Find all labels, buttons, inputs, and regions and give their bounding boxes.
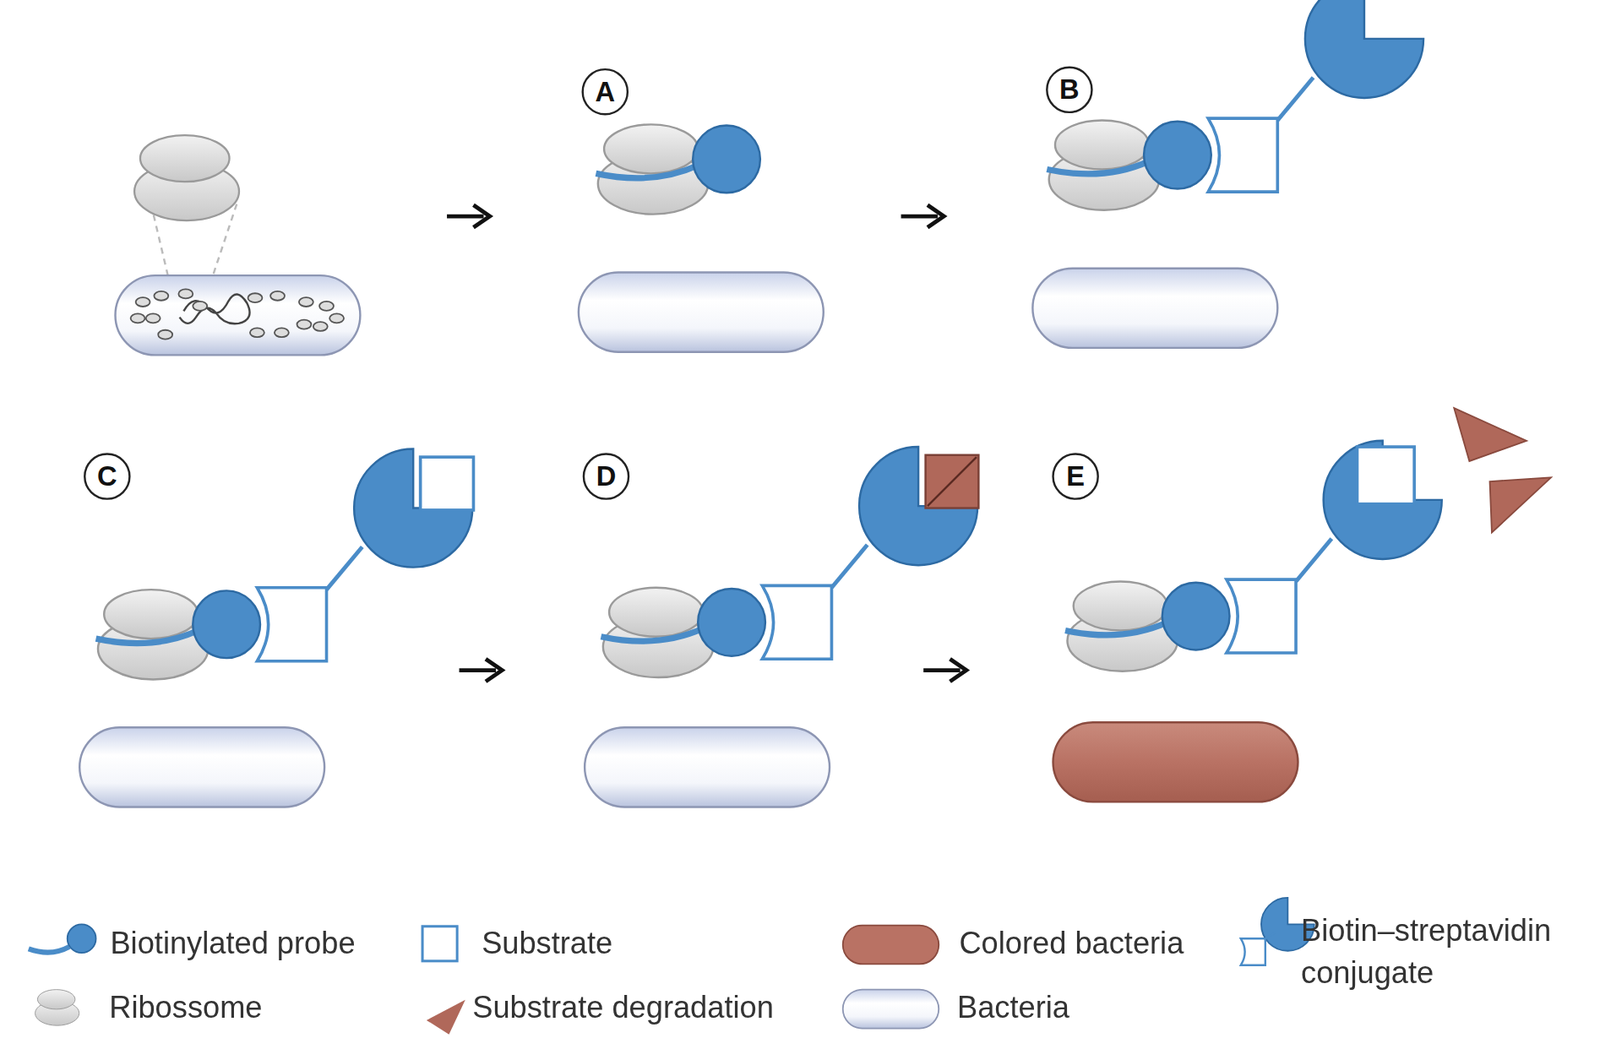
panel-letter-circle: E	[1051, 452, 1100, 501]
panel-letter-circle: B	[1045, 66, 1094, 115]
legend-text: Biotinylated probe	[109, 923, 355, 964]
panel-letter: C	[97, 462, 118, 491]
legend-swatch	[843, 925, 940, 965]
legend-text: Bacteria	[957, 987, 1070, 1029]
panel-letter-circle: D	[582, 452, 631, 501]
panel-letter-circle: A	[582, 68, 630, 116]
legend-text: Substrate degradation	[472, 987, 774, 1029]
legend-text: Biotin–streptavidin conjugate	[1300, 908, 1597, 995]
legend-text: Substrate	[481, 923, 613, 964]
panel-letter: B	[1059, 76, 1080, 104]
legend-text: Ribossome	[108, 987, 262, 1029]
panel-letter: E	[1066, 462, 1085, 491]
legend-text: Colored bacteria	[958, 923, 1184, 964]
panel-letter: D	[596, 462, 617, 491]
panel-letter-circle: C	[83, 452, 131, 501]
panel-letter: A	[595, 77, 616, 106]
